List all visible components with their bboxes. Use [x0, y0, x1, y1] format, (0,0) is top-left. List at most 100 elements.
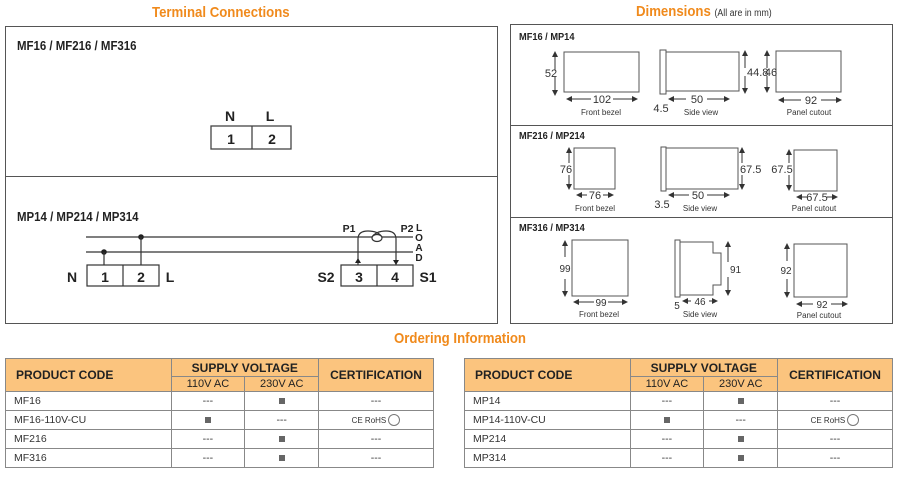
table-row: MF16------	[5, 391, 434, 411]
table-row: MP14-110V-CU --- CE RoHS	[464, 410, 893, 430]
dim-model-2-drawing: 76 76 Front bezel 67.5 50 3.5 Side view …	[560, 146, 838, 213]
svg-text:50: 50	[691, 94, 703, 106]
svg-text:99: 99	[595, 298, 607, 309]
header-supply-voltage: SUPPLY VOLTAGE	[170, 358, 320, 377]
product-code-cell: MF316	[5, 448, 172, 468]
svg-text:Front bezel: Front bezel	[579, 310, 619, 319]
terminal-2: 2	[268, 131, 276, 147]
product-code-cell: MP14	[464, 391, 631, 411]
svg-text:Panel cutout: Panel cutout	[797, 311, 842, 320]
svg-text:Front bezel: Front bezel	[581, 108, 621, 117]
pin-label-n: N	[225, 108, 235, 124]
svg-text:5: 5	[674, 301, 680, 312]
svg-text:92: 92	[805, 95, 817, 107]
supply-110v-cell: ---	[629, 429, 705, 449]
svg-text:1: 1	[101, 269, 109, 285]
svg-text:O: O	[415, 233, 423, 244]
svg-text:Side view: Side view	[683, 310, 717, 319]
header-110v: 110V AC	[629, 376, 705, 392]
available-marker-icon	[737, 436, 744, 443]
svg-text:2: 2	[137, 269, 145, 285]
dim-model-3-label: MF316 / MP314	[519, 222, 585, 234]
table-row: MP14------	[464, 391, 893, 411]
header-certification: CERTIFICATION	[777, 358, 893, 392]
dimensions-panel: MF16 / MP14 52 102 Front bezel 44.8 50 4…	[510, 24, 893, 324]
svg-text:67.5: 67.5	[806, 192, 827, 204]
svg-text:D: D	[415, 253, 422, 264]
svg-text:46: 46	[694, 297, 706, 308]
terminal-connections-title: Terminal Connections	[152, 4, 290, 21]
svg-text:A: A	[415, 243, 422, 254]
svg-text:92: 92	[816, 300, 828, 311]
header-230v: 230V AC	[703, 376, 779, 392]
product-code-cell: MP14-110V-CU	[464, 410, 631, 430]
supply-230v-cell: ---	[244, 410, 320, 430]
ce-rohs-mark: CE RoHS	[810, 415, 848, 425]
table-row: MP314------	[464, 448, 893, 468]
product-code-cell: MF16	[5, 391, 172, 411]
product-code-cell: MF216	[5, 429, 172, 449]
svg-text:S2: S2	[317, 269, 334, 285]
dim-model-1-label: MF16 / MP14	[519, 31, 575, 43]
certification-cell: ---	[777, 429, 893, 449]
svg-text:Panel cutout: Panel cutout	[787, 108, 832, 117]
terminal-1: 1	[227, 131, 235, 147]
svg-text:76: 76	[589, 190, 601, 202]
svg-text:52: 52	[545, 68, 557, 80]
svg-text:L: L	[166, 269, 175, 285]
current-transformer	[371, 233, 383, 243]
supply-110v-cell: ---	[170, 429, 246, 449]
header-supply-voltage: SUPPLY VOLTAGE	[629, 358, 779, 377]
pin-label-l: L	[266, 108, 275, 124]
svg-text:Panel cutout: Panel cutout	[792, 204, 837, 213]
svg-text:102: 102	[593, 94, 611, 106]
header-110v: 110V AC	[170, 376, 246, 392]
certification-cell: CE RoHS	[777, 410, 893, 430]
svg-text:P2: P2	[401, 223, 414, 235]
dim-divider-1	[511, 125, 892, 126]
dim-model-2-label: MF216 / MP214	[519, 130, 585, 142]
available-marker-icon	[737, 455, 744, 462]
svg-text:3.5: 3.5	[654, 199, 669, 211]
dimensions-title: Dimensions (All are in mm)	[636, 3, 772, 20]
available-marker-icon	[737, 398, 744, 405]
svg-text:76: 76	[560, 164, 572, 176]
svg-text:3: 3	[355, 269, 363, 285]
product-code-cell: MP314	[464, 448, 631, 468]
certification-cell: ---	[777, 448, 893, 468]
table-row: MF216------	[5, 429, 434, 449]
supply-110v-cell: ---	[170, 448, 246, 468]
supply-110v-cell: ---	[629, 448, 705, 468]
svg-text:99: 99	[559, 264, 571, 275]
terminal-connections-panel: MF16 / MF216 / MF316 N L 1 2 MP14 / MP21…	[5, 26, 498, 324]
supply-230v-cell	[703, 391, 779, 411]
header-230v: 230V AC	[244, 376, 320, 392]
svg-text:N: N	[67, 269, 77, 285]
mf-series-label: MF16 / MF216 / MF316	[17, 38, 137, 53]
available-marker-icon	[278, 455, 285, 462]
supply-230v-cell	[244, 429, 320, 449]
table-row: MF316------	[5, 448, 434, 468]
supply-230v-cell	[703, 429, 779, 449]
certification-cell: ---	[318, 391, 434, 411]
svg-text:92: 92	[780, 266, 792, 277]
svg-text:4.5: 4.5	[653, 103, 668, 115]
header-product-code: PRODUCT CODE	[464, 358, 631, 392]
ce-rohs-mark: CE RoHS	[351, 415, 389, 425]
certification-cell: ---	[777, 391, 893, 411]
certification-cell: ---	[318, 448, 434, 468]
svg-text:44.8: 44.8	[747, 67, 768, 79]
available-marker-icon	[204, 417, 211, 424]
svg-text:46: 46	[765, 67, 777, 79]
svg-text:67.5: 67.5	[771, 164, 792, 176]
header-product-code: PRODUCT CODE	[5, 358, 172, 392]
supply-230v-cell	[244, 391, 320, 411]
supply-230v-cell	[703, 448, 779, 468]
dim-model-3-drawing: 99 99 Front bezel 91 46 5 Side view 92 9…	[559, 239, 848, 320]
supply-230v-cell: ---	[703, 410, 779, 430]
mp-wiring-diagram: N 1 2 L P1 P2 L O A D S2 3 4 S1	[67, 223, 437, 287]
supply-110v-cell: ---	[170, 391, 246, 411]
mf-terminal-diagram: N L 1 2	[210, 108, 292, 150]
available-marker-icon	[663, 417, 670, 424]
terminal-block	[210, 125, 292, 150]
